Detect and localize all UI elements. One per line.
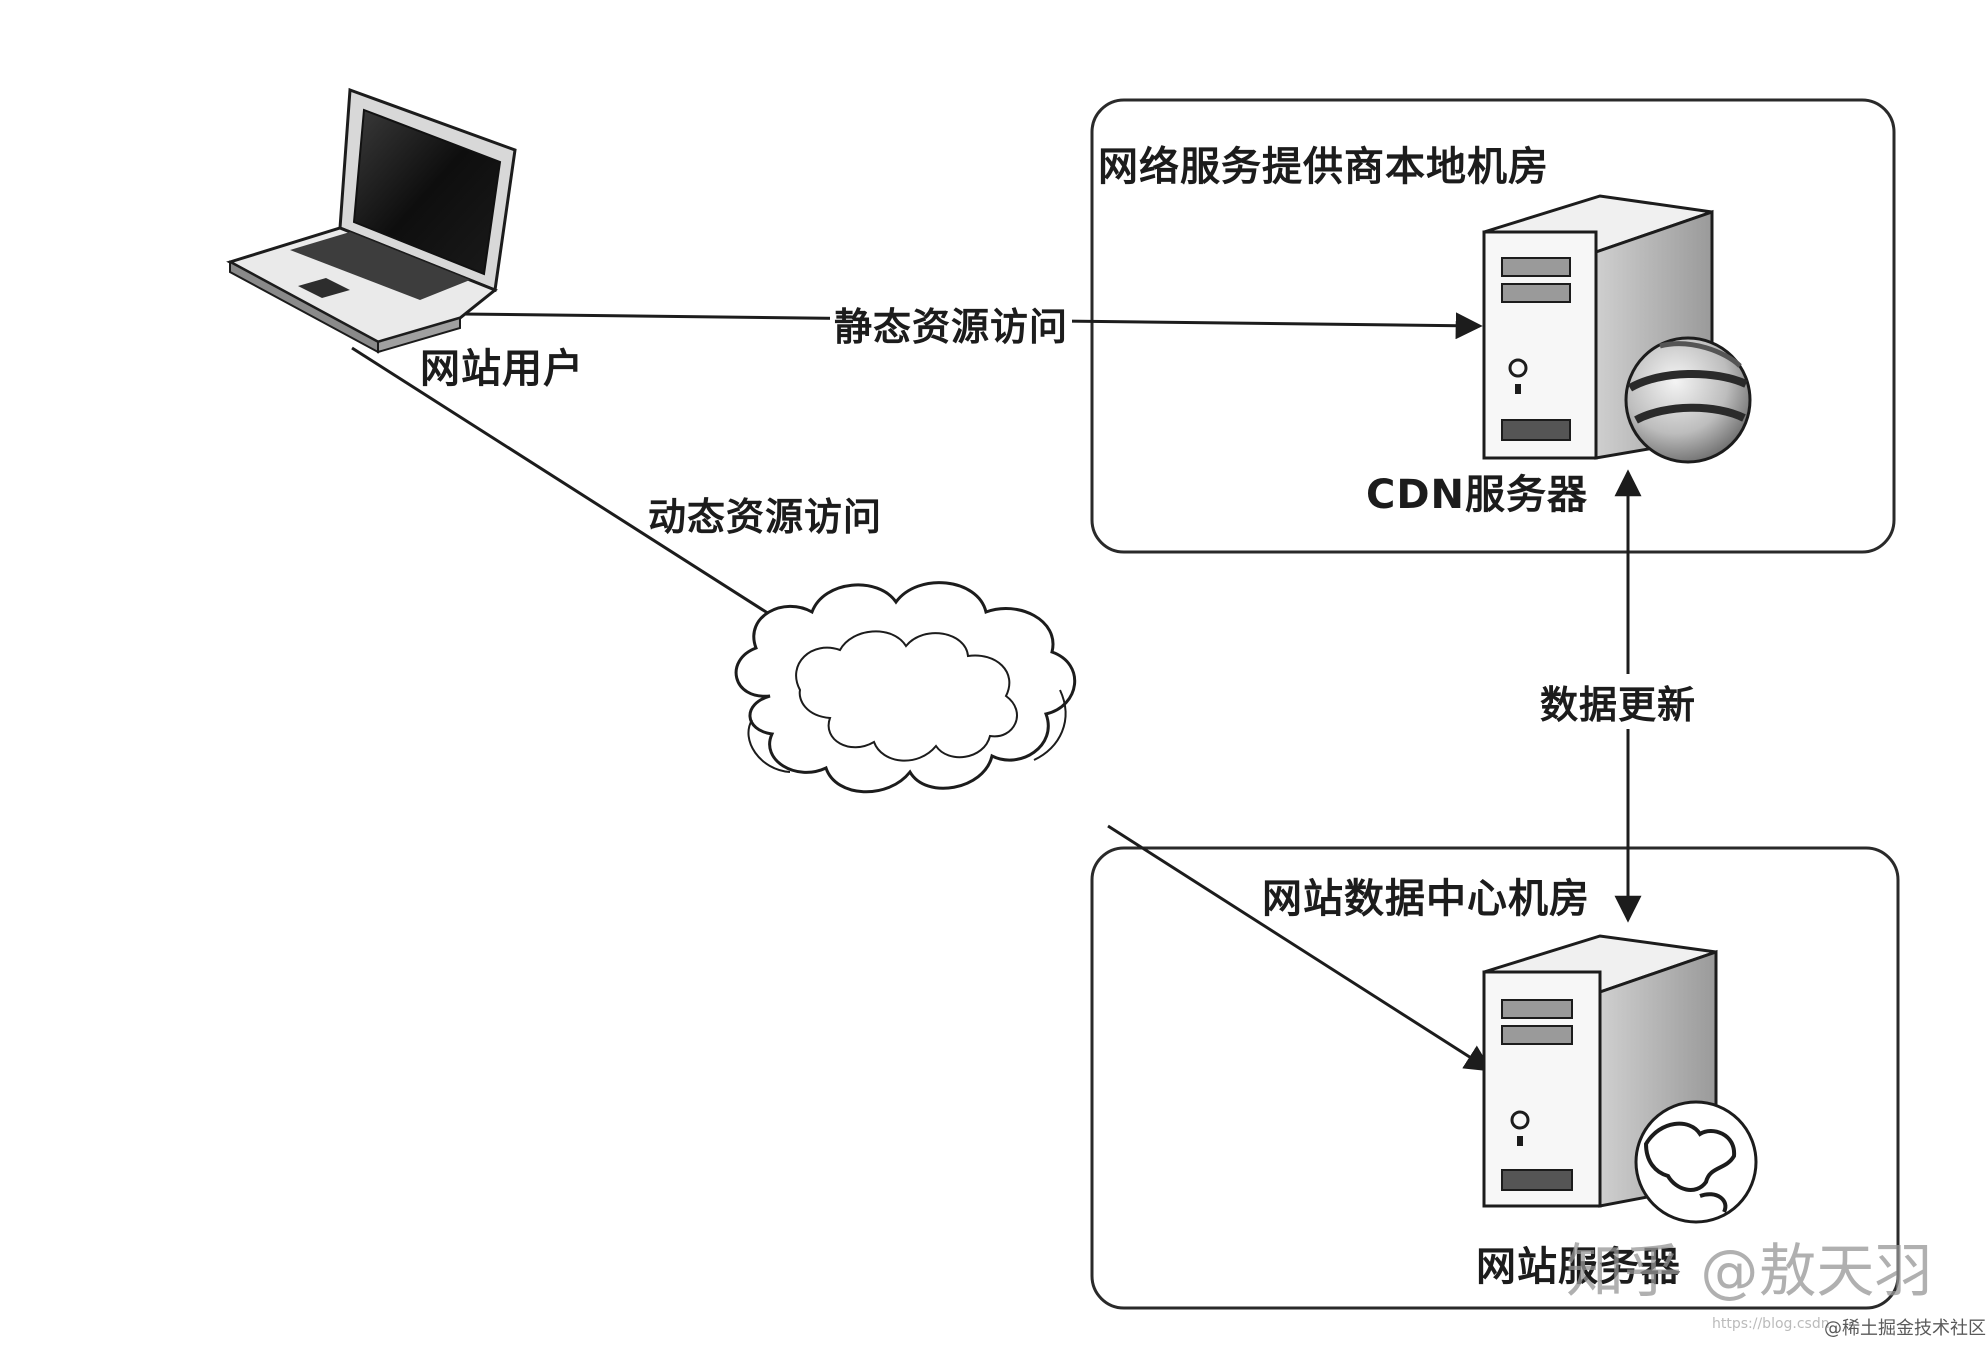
web-globe-icon <box>1634 1100 1758 1224</box>
dynamic-access-line <box>351 346 811 642</box>
user-label: 网站用户 <box>420 346 584 392</box>
globe-icon <box>1624 336 1752 464</box>
datacenter-room-title: 网站数据中心机房 <box>1262 876 1590 922</box>
dynamic-access-label: 动态资源访问 <box>648 495 883 539</box>
datacenter-room-box <box>1090 846 1900 1310</box>
static-access-label: 静态资源访问 <box>830 296 1073 351</box>
cdn-server-icon <box>1482 194 1714 460</box>
web-server-label: 网站服务器 <box>1476 1244 1681 1290</box>
isp-room-title: 网络服务提供商本地机房 <box>1098 144 1549 190</box>
cloud-icon <box>734 581 1077 794</box>
data-update-label: 数据更新 <box>1538 674 1699 729</box>
zhihu-watermark: 知乎 @敖天羽 <box>1566 1237 1933 1305</box>
juejin-watermark: @稀土掘金技术社区 <box>1824 1318 1986 1339</box>
cdn-server-label: CDN服务器 <box>1366 472 1589 518</box>
csdn-url-fragment: https://blog.csdn <box>1712 1316 1830 1332</box>
dynamic-access-arrow <box>1107 824 1493 1072</box>
isp-room-box <box>1090 98 1896 554</box>
laptop-icon <box>226 87 517 354</box>
